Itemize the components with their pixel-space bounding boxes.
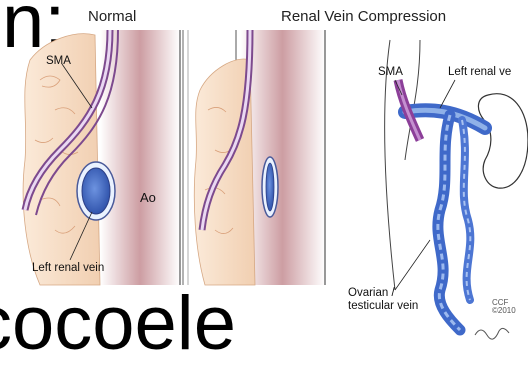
panel-title-compression: Renal Vein Compression	[281, 8, 446, 25]
label-ovarian-testicular-vein: Ovarian / testicular vein	[348, 287, 418, 313]
aorta-shade	[100, 30, 180, 285]
panel-normal	[23, 30, 180, 285]
label-ovarian-line2: testicular vein	[348, 300, 418, 312]
anatomy-illustration	[0, 0, 528, 354]
panel-compressed-cross-section	[183, 30, 325, 285]
label-ovarian-line1: Ovarian /	[348, 287, 395, 299]
kidney	[478, 94, 528, 188]
credit-line2: ©2010	[492, 306, 516, 315]
panel-title-normal: Normal	[88, 8, 136, 25]
label-sma-compression: SMA	[378, 66, 403, 78]
fat-tissue-normal	[23, 34, 100, 285]
label-left-renal-vein-compression: Left renal ve	[448, 66, 511, 78]
copyright-credit: CCF ©2010	[492, 299, 516, 315]
label-sma-normal: SMA	[46, 55, 71, 67]
artist-signature	[475, 328, 509, 339]
label-left-renal-vein-normal: Left renal vein	[32, 262, 104, 274]
label-aorta: Ao	[140, 190, 156, 205]
ovarian-testicular-vein	[438, 115, 460, 330]
